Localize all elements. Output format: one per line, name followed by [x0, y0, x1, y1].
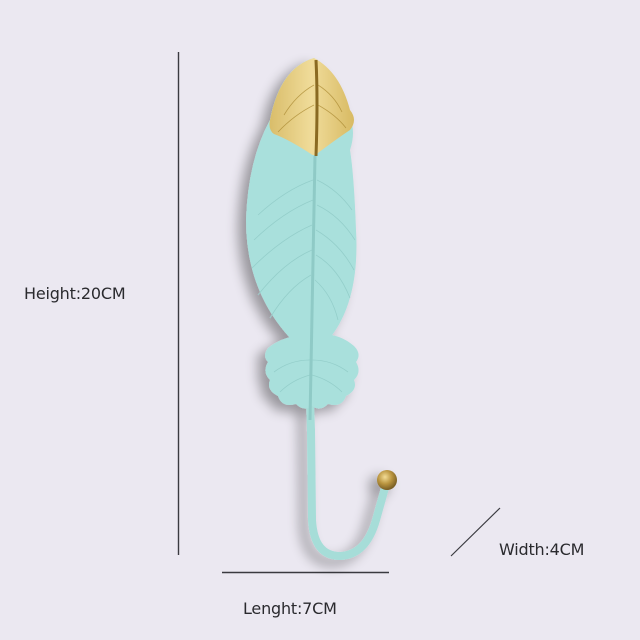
height-label: Height:20CM: [24, 284, 126, 303]
width-dimension-line: [450, 507, 501, 557]
hook-wire: [307, 426, 389, 561]
feather-hook: [246, 58, 397, 561]
hook-gold-ball: [377, 470, 397, 490]
length-label: Lenght:7CM: [243, 599, 337, 618]
width-label: Width:4CM: [499, 540, 585, 559]
feather-rachis: [314, 59, 319, 157]
